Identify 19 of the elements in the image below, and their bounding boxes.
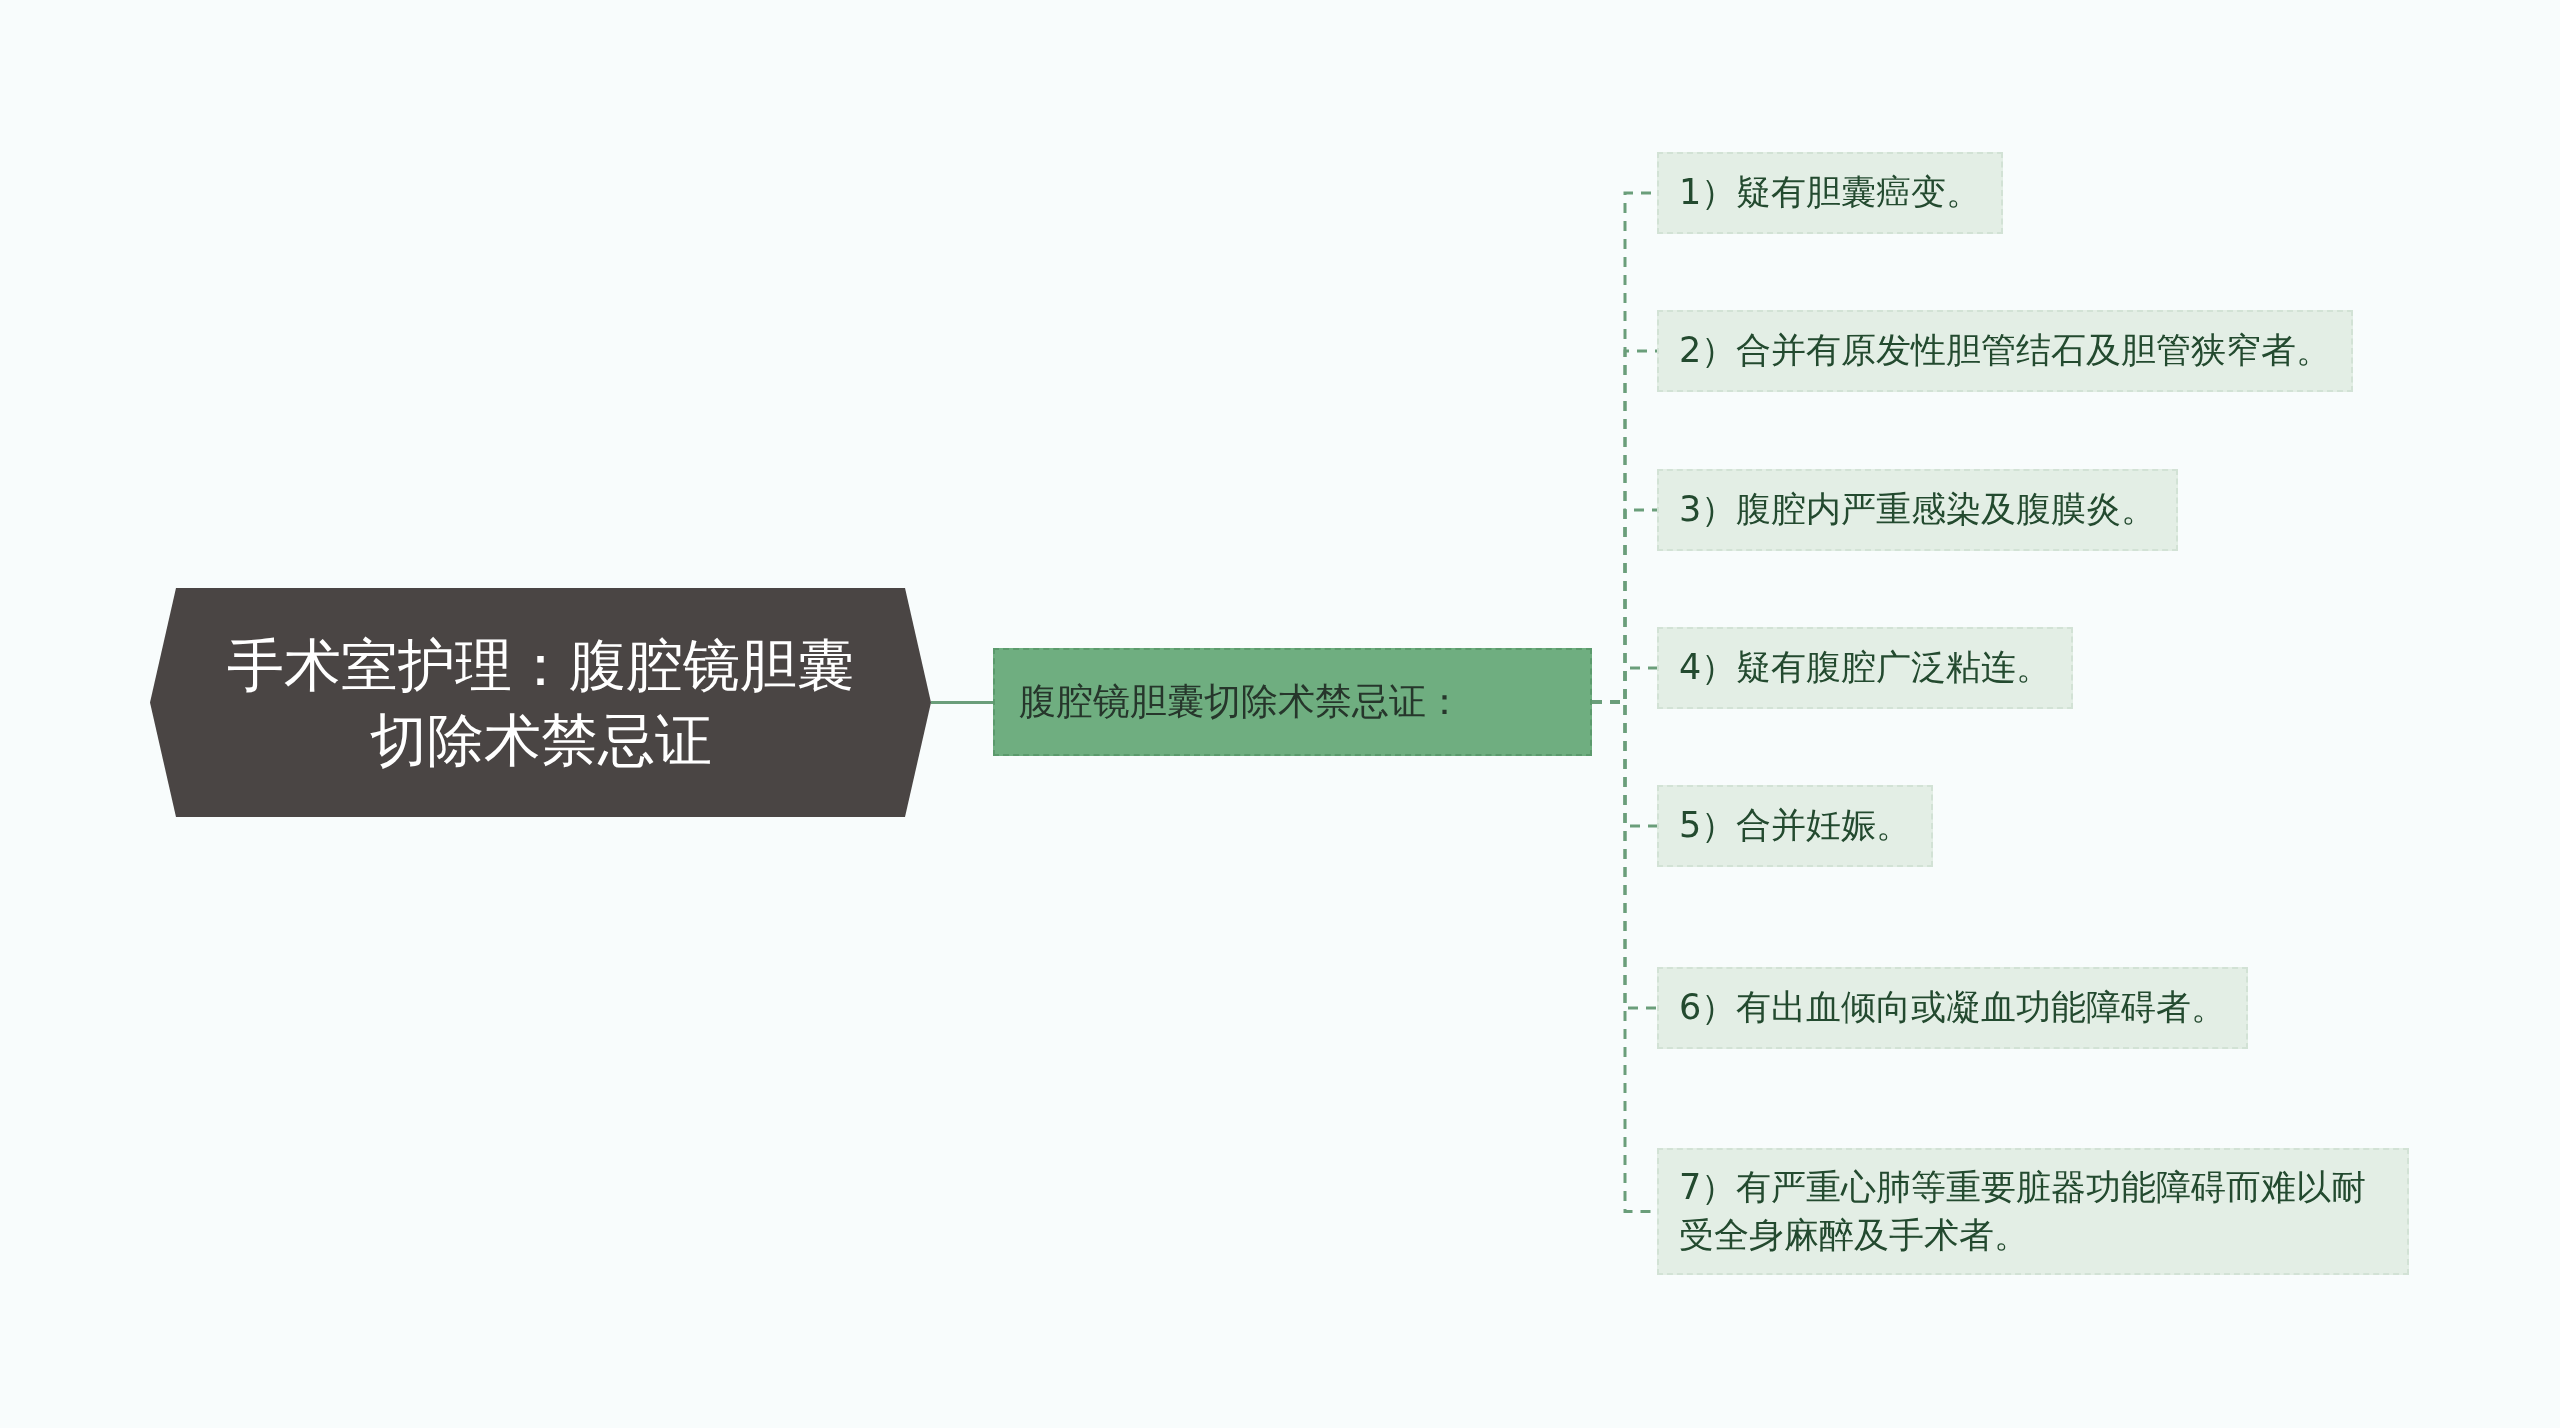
- leaf-node: [1657, 1148, 2409, 1275]
- leaf-node: [1657, 310, 2354, 392]
- branch-label: 腹腔镜胆囊切除术禁忌证：: [1019, 679, 1463, 725]
- topic-node: [150, 588, 931, 817]
- branch-node: [993, 648, 1592, 756]
- leaf-text: 3）腹腔内严重感染及腹膜炎。: [1679, 488, 2157, 532]
- leaf-node: [1657, 967, 2249, 1049]
- leaf-text: 2）合并有原发性胆管结石及胆管狭窄者。: [1679, 329, 2332, 373]
- leaf-text: 1）疑有胆囊癌变。: [1679, 171, 1982, 215]
- connector-line: [931, 701, 993, 704]
- leaf-text: 5）合并妊娠。: [1679, 804, 1912, 848]
- leaf-text: 6）有出血倾向或凝血功能障碍者。: [1679, 986, 2227, 1030]
- leaf-node: [1657, 469, 2179, 551]
- leaf-node: [1657, 785, 1934, 867]
- leaf-node: [1657, 152, 2004, 234]
- topic-title: 手术室护理：腹腔镜胆囊切除术禁忌证: [226, 631, 855, 775]
- leaf-node: [1657, 627, 2074, 709]
- leaf-text: 4）疑有腹腔广泛粘连。: [1679, 646, 2052, 690]
- leaf-text: 7）有严重心肺等重要脏器功能障碍而难以耐受全身麻醉及手术者。: [1679, 1166, 2368, 1257]
